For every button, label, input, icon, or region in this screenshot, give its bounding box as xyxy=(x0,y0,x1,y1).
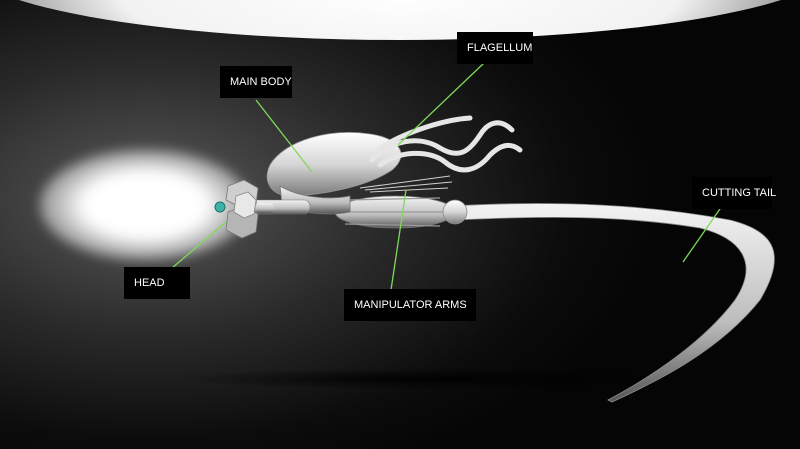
label-flagellum: FLAGELLUM xyxy=(457,32,533,64)
leader-flagellum xyxy=(397,62,485,146)
floor-shadow xyxy=(170,368,690,390)
label-cutting-tail: CUTTING TAIL xyxy=(692,177,776,209)
leader-cutting-tail xyxy=(682,205,723,263)
manipulator-arms xyxy=(334,175,468,229)
label-head: HEAD xyxy=(124,267,190,299)
head-shape xyxy=(214,179,274,239)
cutting-tail xyxy=(449,203,775,403)
leader-main-body xyxy=(255,99,313,173)
main-body-shape xyxy=(249,132,402,215)
leader-head xyxy=(171,221,227,269)
label-manipulator-arms: MANIPULATOR ARMS xyxy=(344,289,476,321)
label-main-body: MAIN BODY xyxy=(220,66,292,98)
leader-manipulator-arms xyxy=(390,189,407,291)
